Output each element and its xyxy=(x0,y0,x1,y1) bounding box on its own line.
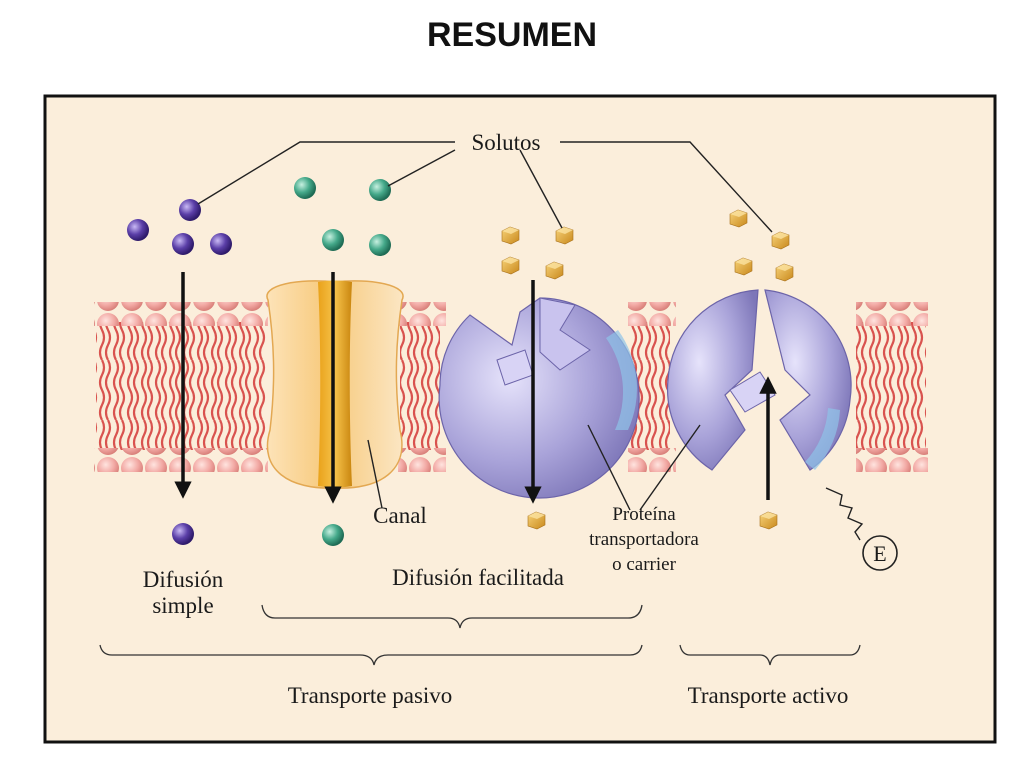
grouping-braces xyxy=(99,604,861,666)
label-simple: simple xyxy=(152,593,213,618)
page-title: RESUMEN xyxy=(426,16,598,54)
label-difusion-facilitada: Difusión facilitada xyxy=(392,565,564,590)
brace-facilitated xyxy=(261,604,643,629)
brace-passive xyxy=(99,644,643,666)
label-carrier: o carrier xyxy=(612,554,676,575)
brace-active xyxy=(679,644,861,666)
label-difusion: Difusión xyxy=(143,567,224,592)
channel-protein xyxy=(266,280,404,489)
solutes-channel xyxy=(294,177,391,546)
leader-lines xyxy=(197,141,864,541)
label-transporte-pasivo: Transporte pasivo xyxy=(288,683,453,708)
label-solutos: Solutos xyxy=(471,130,540,155)
label-transportadora: transportadora xyxy=(589,529,699,550)
energy-circle xyxy=(862,535,898,571)
phospholipid-heads-bottom-left xyxy=(94,448,268,472)
carrier-protein-facilitated xyxy=(438,297,640,499)
carrier-protein-active xyxy=(666,289,852,471)
label-transporte-activo: Transporte activo xyxy=(688,683,849,708)
label-canal: Canal xyxy=(373,503,427,528)
solutes-simple xyxy=(127,199,232,545)
label-proteina: Proteína xyxy=(612,504,676,525)
phospholipid-heads-top-left xyxy=(94,302,268,326)
label-energy: E xyxy=(873,541,886,566)
transport-arrows xyxy=(174,272,777,504)
